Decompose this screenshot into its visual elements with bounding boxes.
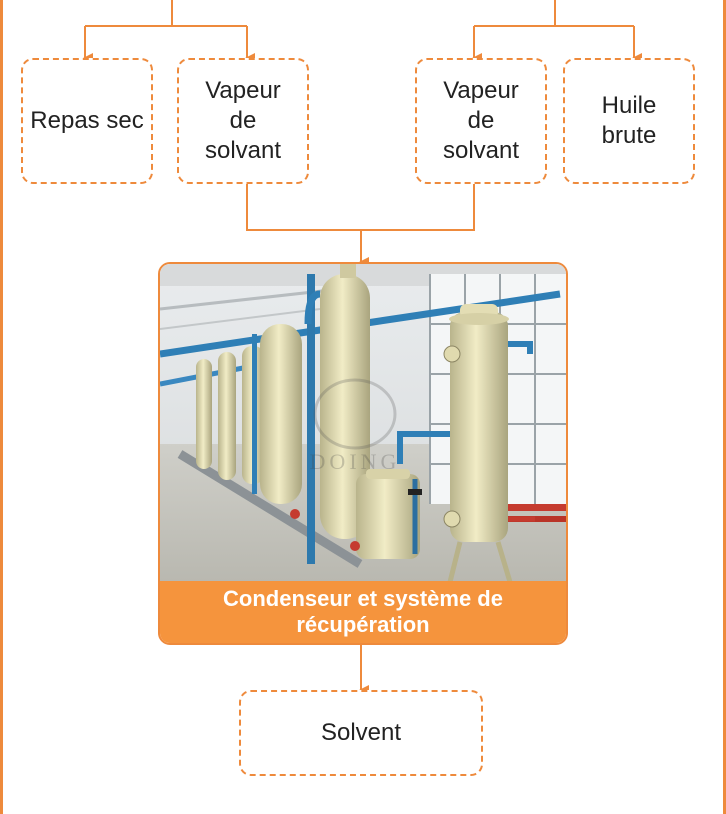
condenser-caption-text: Condenseur et système de récupération	[223, 586, 503, 637]
watermark-text: DOING	[310, 449, 401, 474]
left-frame-line	[0, 0, 3, 814]
repas-sec-box: Repas sec	[21, 58, 153, 184]
condenser-photo-card: DOING Condenseur et système de récupérat…	[158, 262, 568, 645]
solvent-label: Solvent	[320, 719, 402, 746]
solvent-box: Solvent	[239, 690, 483, 776]
repas-sec-label: Repas sec	[30, 107, 144, 134]
vapeur-de-solvant-box-right: Vapeur de solvant	[415, 58, 547, 184]
condenser-plant-photo: DOING	[160, 264, 566, 582]
huile-brute-label: Huile brute	[601, 92, 657, 149]
vapeur-de-solvant-box-left: Vapeur de solvant	[177, 58, 309, 184]
merge-line	[246, 184, 475, 231]
right-frame-line	[723, 0, 726, 814]
vapeur-de-solvant-label-left: Vapeur de solvant	[204, 77, 282, 164]
condenser-caption: Condenseur et système de récupération	[160, 581, 566, 643]
huile-brute-box: Huile brute	[563, 58, 695, 184]
vapeur-de-solvant-label-right: Vapeur de solvant	[442, 77, 520, 164]
doing-watermark: DOING	[310, 378, 401, 474]
